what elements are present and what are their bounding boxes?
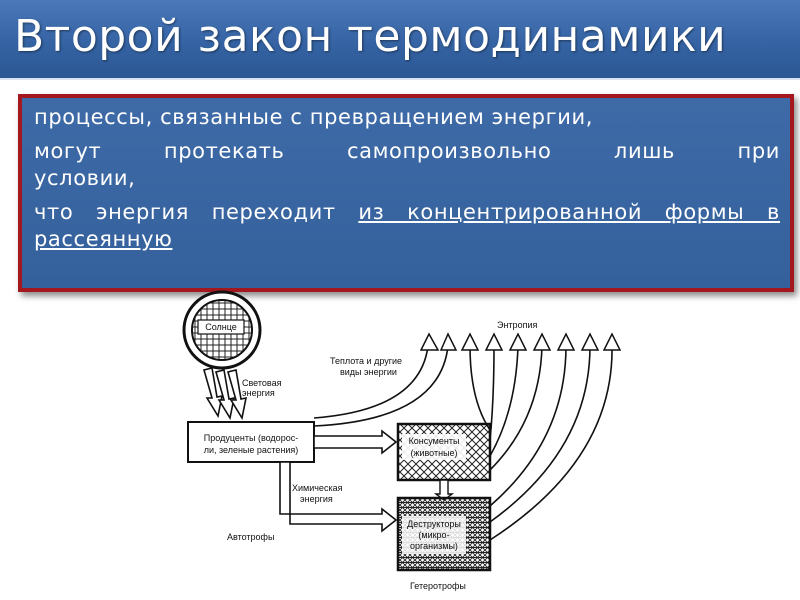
consumers-label-2: (животные): [410, 448, 457, 458]
entropy-arrow-1: [313, 345, 429, 419]
sun-label-box: [197, 319, 245, 335]
entropy-arrow-1b: [313, 345, 449, 427]
heat-label-1: Теплота и другие: [330, 356, 402, 366]
chemical-energy-label-2: энергия: [300, 494, 333, 504]
producers-label-2: ли, зеленые растения): [204, 445, 299, 455]
producers-box: [187, 421, 315, 463]
entropy-arrow-2: [469, 345, 491, 431]
definition-prefix: что энергия переходит: [34, 200, 359, 224]
arrowhead-7: [580, 332, 600, 351]
decomposers-label-bg: [402, 516, 466, 554]
heat-label-2: виды энергии: [340, 367, 397, 377]
title-bar: Второй закон термодинамики: [0, 0, 800, 80]
light-energy-arrows: [203, 367, 248, 421]
heterotrophs-label: Гетеротрофы: [410, 581, 466, 591]
decomposers-label-3: организмы): [410, 541, 458, 551]
entropy-arrow-4: [489, 345, 519, 457]
arrowhead-2: [460, 332, 480, 351]
entropy-arrow-3: [489, 345, 495, 441]
arrowhead-4: [508, 332, 528, 351]
autotrophs-label: Автотрофы: [227, 532, 274, 542]
arrowhead-1b: [439, 332, 458, 351]
definition-line-2: могут протекать самопроизвольно лишь при: [34, 139, 780, 163]
entropy-arrow-6: [489, 345, 567, 507]
light-energy-label-2: энергия: [242, 388, 275, 398]
arrowhead-8: [602, 332, 622, 351]
chemical-energy-label-1: Химическая: [292, 483, 343, 493]
definition-box: процессы, связанные с превращением энерг…: [18, 94, 794, 292]
decomposers-label-2: (микро-: [418, 530, 449, 540]
slide-title: Второй закон термодинамики: [14, 11, 727, 62]
consumers-label-bg: [402, 434, 466, 460]
light-arrow-2: [215, 369, 236, 421]
light-arrow-3: [227, 369, 248, 421]
entropy-arrowheads: [419, 332, 622, 351]
producers-label-1: Продуценты (водорос-: [204, 433, 298, 443]
definition-line-4: что энергия переходит из концентрированн…: [34, 199, 780, 253]
consumers-label-1: Консументы: [409, 436, 460, 446]
entropy-label: Энтропия: [497, 320, 537, 330]
definition-underlined: из концентрированной формы в рассеянную: [34, 200, 780, 251]
entropy-arrow-5: [489, 345, 543, 471]
arrowhead-3: [484, 332, 504, 351]
producers-to-consumers-arrow: [313, 429, 398, 455]
entropy-arrow-8: [489, 345, 613, 541]
entropy-arrows: [313, 345, 613, 541]
sun: Солнце: [182, 290, 262, 370]
arrowhead-6: [556, 332, 576, 351]
definition-line-1: процессы, связанные с превращением энерг…: [34, 105, 593, 129]
entropy-arrow-7: [489, 345, 591, 523]
arrowhead-1: [419, 332, 440, 351]
decomposers-label-1: Деструкторы: [407, 519, 461, 529]
arrowhead-5: [532, 332, 552, 351]
definition-line-3: условии,: [34, 166, 136, 190]
sun-label: Солнце: [205, 322, 237, 332]
light-energy-label-1: Световая: [242, 378, 282, 388]
light-arrow-1: [203, 367, 224, 419]
chemical-energy-arrow: [279, 461, 398, 533]
